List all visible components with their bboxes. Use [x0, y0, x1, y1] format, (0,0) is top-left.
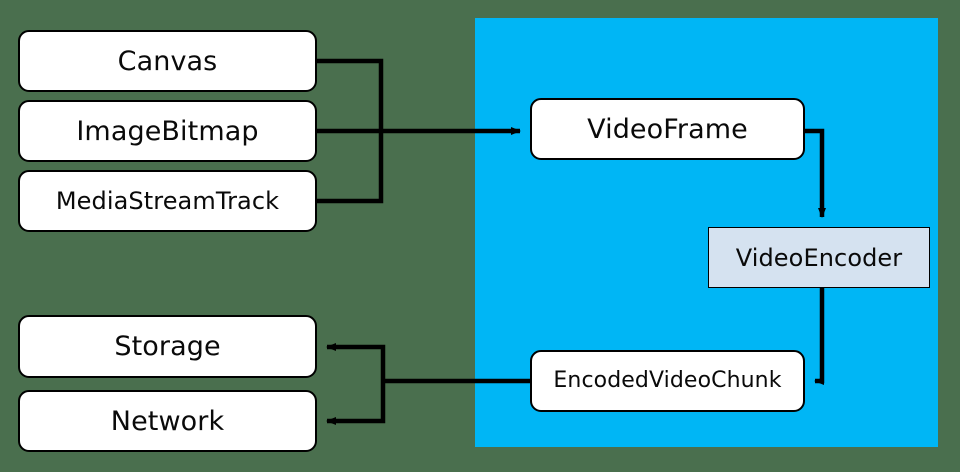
edge-videoencoder-to-encodedvideochunk — [814, 288, 825, 385]
edge-videoframe-to-videoencoder — [805, 128, 826, 218]
edge-encodedvideochunk-to-network — [326, 381, 386, 425]
node-video-frame[interactable]: VideoFrame — [530, 98, 805, 160]
node-canvas[interactable]: Canvas — [18, 30, 317, 92]
node-media-stream-track-label: MediaStreamTrack — [55, 187, 280, 215]
node-encoded-video-chunk-label: EncodedVideoChunk — [553, 368, 782, 393]
node-media-stream-track[interactable]: MediaStreamTrack — [18, 170, 317, 232]
node-image-bitmap[interactable]: ImageBitmap — [18, 100, 317, 162]
node-encoded-video-chunk[interactable]: EncodedVideoChunk — [530, 350, 805, 412]
node-image-bitmap-label: ImageBitmap — [76, 115, 259, 147]
edge-mediastreamtrack-to-videoframe — [317, 131, 384, 204]
edge-canvas-to-videoframe — [317, 58, 384, 131]
node-storage[interactable]: Storage — [18, 315, 317, 378]
node-network-label: Network — [110, 405, 225, 437]
node-canvas-label: Canvas — [117, 45, 218, 77]
node-network[interactable]: Network — [18, 390, 317, 452]
edge-encodedvideochunk-to-storage — [326, 343, 386, 381]
node-video-encoder-label: VideoEncoder — [735, 243, 903, 272]
node-video-encoder[interactable]: VideoEncoder — [708, 227, 930, 288]
node-storage-label: Storage — [114, 331, 221, 362]
node-video-frame-label: VideoFrame — [587, 113, 748, 145]
